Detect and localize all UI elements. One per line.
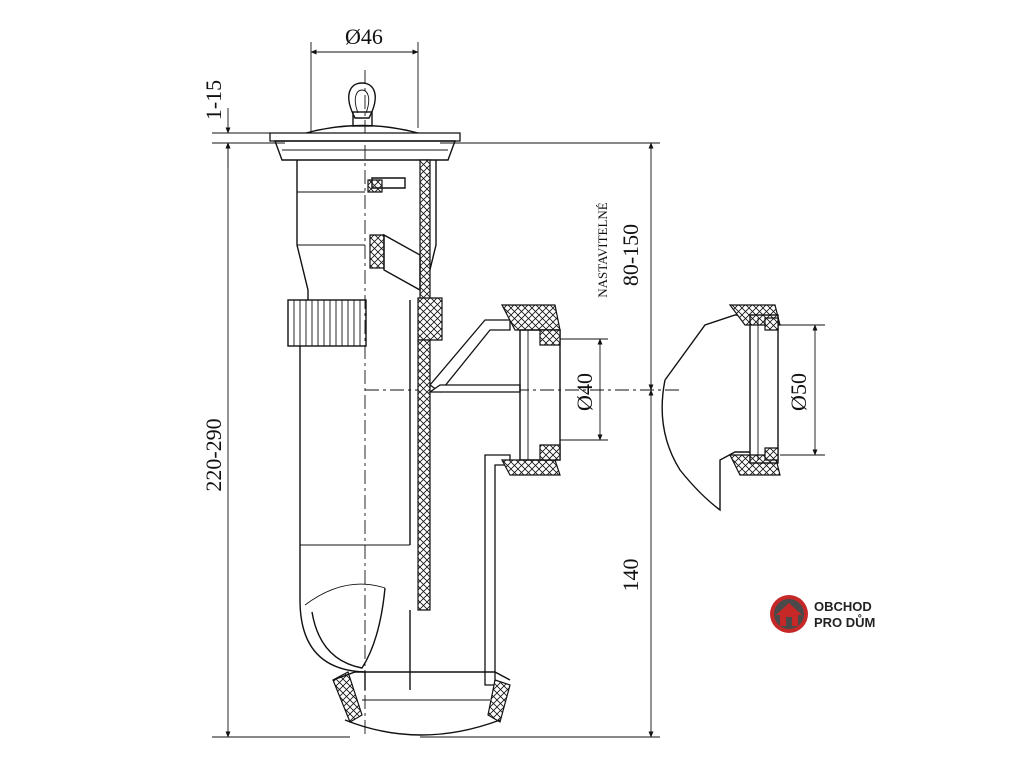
dim-outlet-diameter-small: Ø40 xyxy=(572,373,597,411)
dimension-lines xyxy=(212,42,825,738)
dim-bottom-height: 140 xyxy=(618,559,643,592)
siphon-body xyxy=(269,82,561,736)
center-lines xyxy=(364,70,680,735)
house-icon xyxy=(770,595,808,633)
dim-top-diameter: Ø46 xyxy=(345,24,383,49)
dim-cap-height: 1-15 xyxy=(201,80,226,120)
dim-adjustable-height: 80-150 xyxy=(618,224,643,286)
dim-total-height: 220-290 xyxy=(201,418,226,491)
logo-line-2: PRO DŮM xyxy=(814,614,875,630)
dimension-texts: Ø46 1-15 220-290 80-150 NASTAVITELNÉ 140… xyxy=(201,24,811,592)
brand-logo: OBCHOD PRO DŮM xyxy=(770,595,875,633)
outlet-adapter-detail xyxy=(661,304,781,512)
logo-line-1: OBCHOD xyxy=(814,599,872,614)
dim-outlet-diameter-large: Ø50 xyxy=(786,373,811,411)
dim-adjustable-note: NASTAVITELNÉ xyxy=(595,202,610,298)
knurled-nut-ribs xyxy=(293,300,361,346)
